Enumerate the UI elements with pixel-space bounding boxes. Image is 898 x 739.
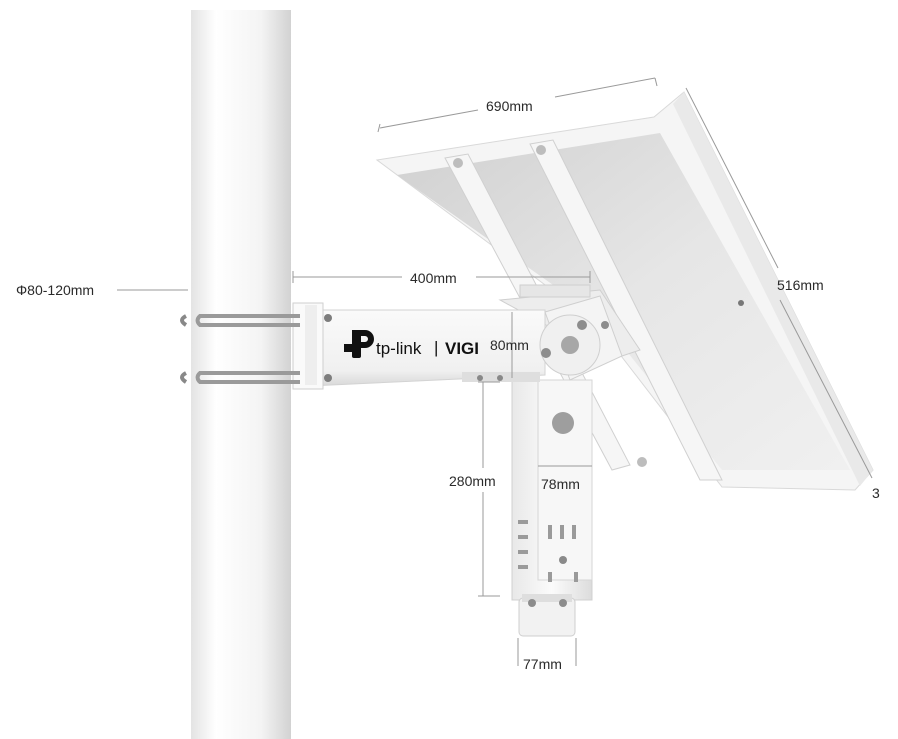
panel-height-label: 516mm <box>777 277 824 293</box>
brand-logo: tp-link | VIGI <box>344 330 479 358</box>
pole-diameter-label: Φ80-120mm <box>16 282 94 298</box>
pivot-joint <box>539 295 623 381</box>
solar-panel <box>375 91 874 491</box>
dimension-lines <box>117 77 873 666</box>
arm-length-label: 400mm <box>410 270 457 286</box>
panel-width-label: 690mm <box>486 98 533 114</box>
arm-height-label: 80mm <box>490 337 529 353</box>
bracket-width-label: 78mm <box>541 476 580 492</box>
brand-name: tp-link <box>376 339 422 358</box>
panel-depth-label: 3 <box>872 485 880 501</box>
horizontal-arm <box>309 309 546 387</box>
vertical-bracket <box>511 379 593 601</box>
tp-link-logo-icon <box>344 330 374 358</box>
brand-separator: | <box>434 338 438 357</box>
product-line: VIGI <box>445 339 479 358</box>
bracket-length-label: 280mm <box>449 473 496 489</box>
mount-width-label: 77mm <box>523 656 562 672</box>
bottom-mount <box>518 594 576 637</box>
u-bolts <box>180 314 300 384</box>
